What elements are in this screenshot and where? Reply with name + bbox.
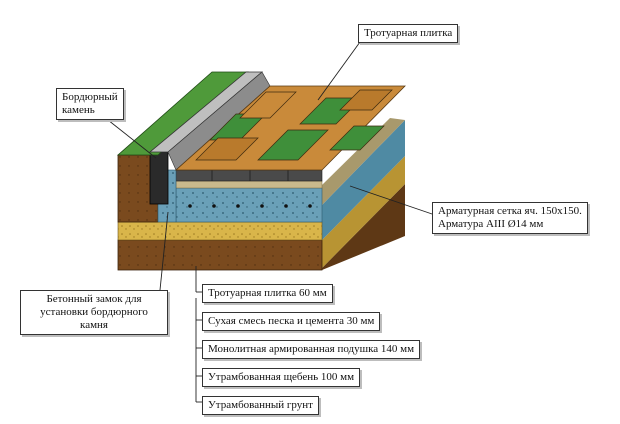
layer-label-concrete-cushion: Монолитная армированная подушка 140 мм [202,340,421,359]
label-line: Бордюрный [62,91,118,103]
layer-label-gravel: Утрамбованная щебень 100 мм [202,368,361,387]
gravel-right-face [322,156,405,268]
layer-label-paving-tile: Тротуарная плитка 60 мм [202,284,333,303]
label-line: Арматурная сетка яч. 150х150. [438,205,582,217]
tile-front-layer [175,169,323,182]
label-line: установки бордюрного [40,306,148,318]
soil-right-face [322,184,405,270]
label-line: камня [80,319,108,331]
sand-front-layer [175,180,323,189]
label-line: Арматура АIII Ø14 мм [438,218,544,230]
tile-pattern [195,89,393,161]
soil-front-layer [117,239,323,271]
concrete-right-face [322,120,405,240]
label-line: камень [62,104,95,116]
layer-label-sand-cement: Сухая смесь песка и цемента 30 мм [202,312,381,331]
concrete-front-layer [175,187,323,223]
label-paving-tile-top: Тротуарная плитка [358,24,459,43]
block-right-face [322,118,405,270]
label-line: Бетонный замок для [46,293,142,305]
gravel-front-layer [117,221,323,241]
label-rebar-mesh: Арматурная сетка яч. 150х150. Арматура А… [432,202,588,234]
label-concrete-lock: Бетонный замок для установки бордюрного … [20,290,168,335]
label-curb-stone: Бордюрный камень [56,88,124,120]
layer-label-soil: Утрамбованный грунт [202,396,319,415]
sand-right-face [322,118,405,205]
curb-stone-section [149,151,169,205]
block-top-surface [116,71,406,171]
block-front-face [117,151,323,271]
rebar-dots [188,204,312,208]
